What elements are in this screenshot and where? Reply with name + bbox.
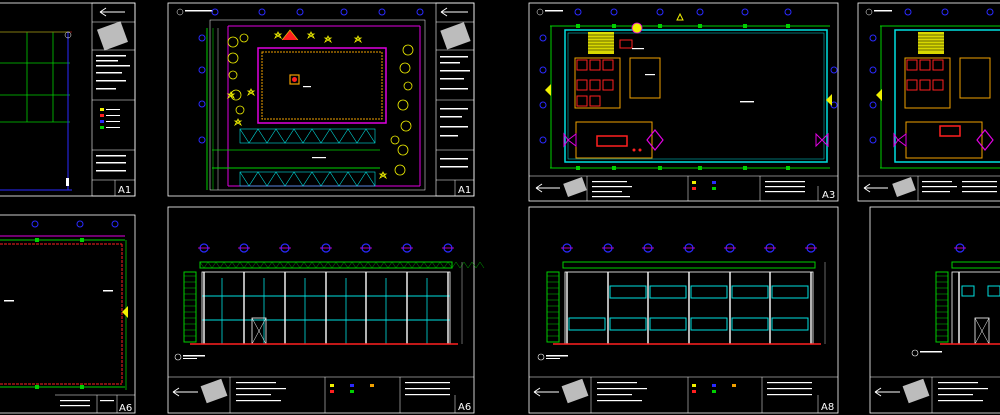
section-marker-icon [122,306,128,318]
entrance-icon [281,29,299,41]
sheet-a8[interactable] [869,206,1000,414]
grid-bubbles [198,8,424,144]
north-arrow-icon [172,387,198,397]
title-block [870,376,1000,413]
floor-plan [550,22,830,169]
trees [226,31,414,180]
columns [576,24,790,170]
sheet-number: A1 [458,185,471,196]
sheet-number: A3 [822,190,835,201]
view-marker-icon [911,349,919,357]
logo-icon [561,378,589,404]
sheet-a7[interactable]: A8 [528,206,839,414]
north-arrow-icon [99,7,125,17]
title-block [858,175,1000,201]
logo-icon [563,177,587,197]
sheet-a1[interactable]: A1 [0,2,136,197]
north-arrow-icon [535,183,560,193]
parking-rows [239,128,376,187]
logo-icon [440,22,471,50]
view-marker-icon [536,8,544,16]
grid-bubbles [198,243,454,253]
grid-bubbles [539,8,838,144]
sheet-a3[interactable]: A3 [528,2,839,202]
title-block: A6 [168,376,474,413]
building-elevation [935,261,1000,345]
north-arrow-icon [874,387,900,397]
section-marker-icon [826,94,832,106]
sheet-number: A8 [821,402,834,413]
building-footprint [257,47,387,159]
sheet-a4[interactable] [857,2,1000,202]
view-marker-icon [865,8,873,16]
grid-bubbles [561,243,817,253]
section-marker-icon [876,89,882,101]
floor-plan [880,25,1000,169]
sheet-a6[interactable]: A6 [167,206,485,414]
building-elevation [183,261,485,345]
title-block: A8 [529,376,838,413]
grid-plan [0,31,72,191]
building-elevation [546,261,826,345]
view-marker-icon [174,353,182,361]
logo-icon [200,378,228,404]
title-block: A6 [55,394,135,414]
view-marker-icon [537,353,545,361]
sheet-number: A6 [119,403,132,414]
floor-plan [0,235,127,390]
logo-icon [892,177,916,197]
logo-icon [96,21,128,51]
sheet-number: A1 [118,185,131,196]
north-arrow-icon [863,183,888,193]
north-arrow-icon [533,387,559,397]
title-block: A1 [91,2,136,197]
site-boundary [206,19,426,191]
title-block: A1 [435,2,475,197]
grid-bubbles [31,220,119,228]
sheet-a5[interactable]: A6 [0,214,136,414]
logo-icon [902,378,930,404]
section-marker-icon [545,84,551,96]
north-arrow-icon [440,7,468,17]
grid-bubbles [869,8,994,144]
sheet-number: A6 [458,402,471,413]
view-marker-icon [176,8,184,16]
sheet-a2[interactable]: A1 [167,2,475,197]
title-block: A3 [529,175,838,201]
